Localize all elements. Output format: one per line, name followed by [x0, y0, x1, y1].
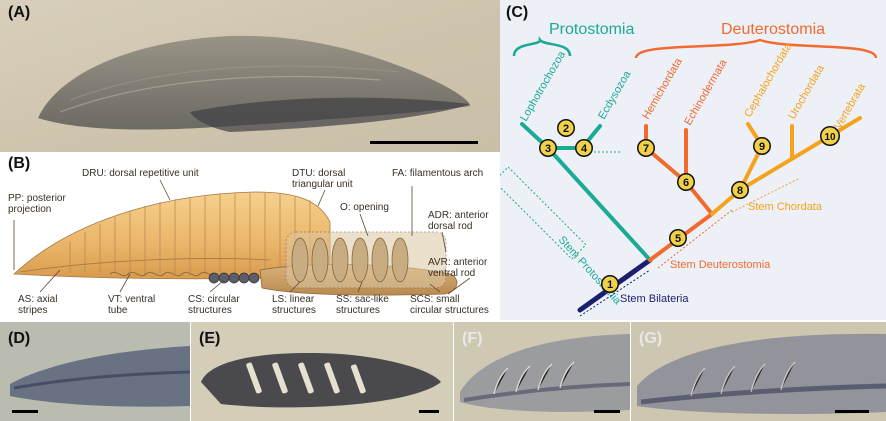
taxon-hemichordata: Hemichordata: [640, 55, 685, 121]
phylogenetic-tree: Protostomia Deuterostomia: [500, 21, 878, 317]
fossil-photo-g: [631, 322, 886, 421]
annotation-as-line2: stripes: [18, 305, 47, 316]
svg-text:10: 10: [824, 132, 836, 143]
annotation-cs-line2: structures: [188, 305, 232, 316]
group-deuterostomia: Deuterostomia: [721, 21, 825, 38]
stem-bilateria: Stem Bilateria: [620, 293, 689, 305]
annotation-dtu-line2: triangular unit: [292, 179, 353, 190]
taxon-lophotrochozoa: Lophotrochozoa: [518, 48, 568, 123]
stem-protostomia: Stem Protostomia: [556, 234, 624, 308]
taxon-echinodermata: Echinodermata: [682, 57, 730, 128]
taxon-urochordata: Urochordata: [786, 62, 827, 121]
panel-f-label: (F): [462, 330, 483, 347]
svg-text:5: 5: [675, 233, 681, 245]
panel-a: (A): [0, 0, 500, 152]
taxon-cephalochordata: Cephalochordata: [742, 40, 795, 119]
stem-chordata: Stem Chordata: [748, 201, 823, 213]
annotation-as-line1: AS: axial: [18, 294, 57, 305]
panel-e-scale-bar: [419, 410, 439, 413]
panel-d-scale-bar: [12, 410, 38, 413]
annotation-ss-line2: structures: [336, 305, 380, 316]
panel-b-label: (B): [8, 155, 31, 172]
svg-text:9: 9: [759, 141, 765, 153]
svg-text:7: 7: [643, 143, 649, 155]
taxon-ecdysozoa: Ecdysozoa: [596, 68, 634, 121]
panel-d: (D): [0, 322, 190, 421]
svg-text:3: 3: [545, 143, 551, 155]
panel-d-label: (D): [8, 330, 31, 347]
annotation-avr-line2: ventral rod: [428, 268, 475, 279]
annotation-cs-line1: CS: circular: [188, 294, 240, 305]
svg-text:6: 6: [683, 177, 689, 189]
node-8: 8: [731, 181, 749, 199]
panel-g-label: (G): [639, 330, 663, 347]
fossil-photo-e: [191, 322, 453, 421]
fossil-photo-f: [454, 322, 630, 421]
annotation-pp-line2: projection: [8, 204, 51, 215]
node-5: 5: [669, 229, 687, 247]
panel-f-scale-bar: [594, 410, 620, 413]
node-10: 10: [820, 126, 840, 146]
annotation-ls-line1: LS: linear: [272, 294, 315, 305]
annotation-dtu-line1: DTU: dorsal: [292, 168, 345, 179]
node-4: 4: [575, 139, 593, 157]
deuterostomia-brace: [634, 38, 878, 59]
reconstruction-diagram: DRU: dorsal repetitive unit DTU: dorsal …: [8, 168, 489, 316]
annotation-fa: FA: filamentous arch: [392, 168, 483, 179]
annotation-scs-line1: SCS: small: [410, 294, 459, 305]
node-9: 9: [753, 137, 771, 155]
node-3: 3: [539, 139, 557, 157]
svg-text:8: 8: [737, 185, 743, 197]
stem-deuterostomia: Stem Deuterostomia: [670, 259, 771, 271]
node-1: 1: [601, 275, 619, 293]
annotation-avr-line1: AVR: anterior: [428, 257, 488, 268]
node-2: 2: [557, 119, 575, 137]
svg-text:1: 1: [607, 279, 613, 291]
fossil-photo-d: [0, 322, 190, 421]
annotation-ss-line1: SS: sac-like: [336, 294, 389, 305]
node-7: 7: [637, 139, 655, 157]
panel-c-label: (C): [506, 4, 529, 21]
group-protostomia: Protostomia: [549, 21, 634, 38]
svg-text:4: 4: [581, 143, 588, 155]
annotation-dru: DRU: dorsal repetitive unit: [82, 168, 199, 179]
node-6: 6: [677, 173, 695, 191]
panel-b: (B): [0, 152, 500, 320]
panel-e: (E): [191, 322, 453, 421]
annotation-adr-line2: dorsal rod: [428, 221, 472, 232]
panel-c: (C) Protostomia Deuterostomia: [500, 0, 886, 320]
annotation-adr-line1: ADR: anterior: [428, 210, 489, 221]
svg-text:2: 2: [563, 123, 569, 135]
annotation-vt-line1: VT: ventral: [108, 294, 155, 305]
panel-a-label: (A): [8, 4, 31, 21]
fossil-photo-a: [0, 0, 500, 152]
annotation-o: O: opening: [340, 202, 389, 213]
panel-f: (F): [454, 322, 630, 421]
annotation-scs-line2: circular structures: [410, 305, 489, 316]
protostomia-brace: [512, 35, 572, 57]
panel-e-label: (E): [199, 330, 221, 347]
annotation-vt-line2: tube: [108, 305, 128, 316]
annotation-pp-line1: PP: posterior: [8, 193, 66, 204]
panel-a-scale-bar: [370, 141, 478, 144]
annotation-ls-line2: structures: [272, 305, 316, 316]
panel-g-scale-bar: [835, 410, 869, 413]
panel-g: (G): [631, 322, 886, 421]
